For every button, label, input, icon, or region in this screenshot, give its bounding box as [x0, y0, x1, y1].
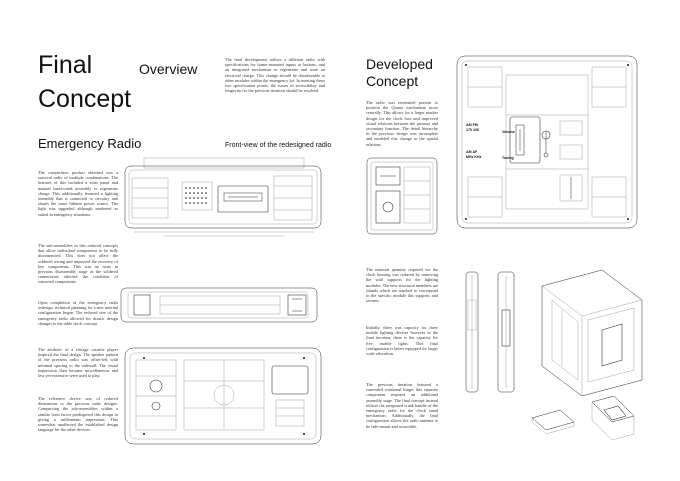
right-para-3: The previous iteration featured a concea… [366, 382, 438, 429]
radio-front-view-drawing [124, 157, 322, 237]
right-para-2: Initially, there was capacity for three … [366, 325, 438, 357]
dial-am-numbers: MHz KHz [466, 155, 482, 159]
developed-line-1: Developed [366, 56, 433, 72]
volume-label: Volume [502, 130, 515, 134]
developed-front-view-drawing [456, 55, 638, 229]
left-para-3: Upon completion of the emergency radio r… [38, 300, 118, 326]
left-para-1: The competition product obtained was a s… [38, 170, 118, 217]
title-line-2: Concept [38, 85, 132, 113]
developed-line-2: Concept [366, 73, 419, 89]
dial-am-label: AM AF [466, 150, 478, 154]
dial-fm-label: AM FM [466, 123, 478, 127]
title-line-1: Final [38, 51, 93, 79]
right-para-1: The material quantity required for the c… [366, 267, 438, 304]
radio-rear-view-drawing [124, 347, 322, 445]
dial-fm-numbers: 170 106 [466, 128, 479, 132]
overview-paragraph: The final development utilises a differe… [225, 57, 325, 94]
developed-side-view-drawing [366, 157, 438, 235]
speaker-grille [185, 187, 207, 204]
front-view-caption: Front-view of the redesigned radio [225, 142, 332, 149]
subtitle: Emergency Radio [38, 136, 142, 151]
radio-top-view-drawing [120, 287, 318, 323]
developed-paragraph: The radio was reoriented portrait to pos… [366, 100, 438, 147]
developed-elevations-drawing [465, 269, 643, 441]
left-para-4: The aesthetic of a vintage cassette play… [38, 347, 118, 379]
overview-label: Overview [139, 61, 198, 77]
tuning-label: Tuning [502, 156, 514, 160]
left-para-5: The reference device was of reduced dime… [38, 396, 118, 433]
left-para-2: The sub-assemblies in this reduced conce… [38, 243, 118, 285]
